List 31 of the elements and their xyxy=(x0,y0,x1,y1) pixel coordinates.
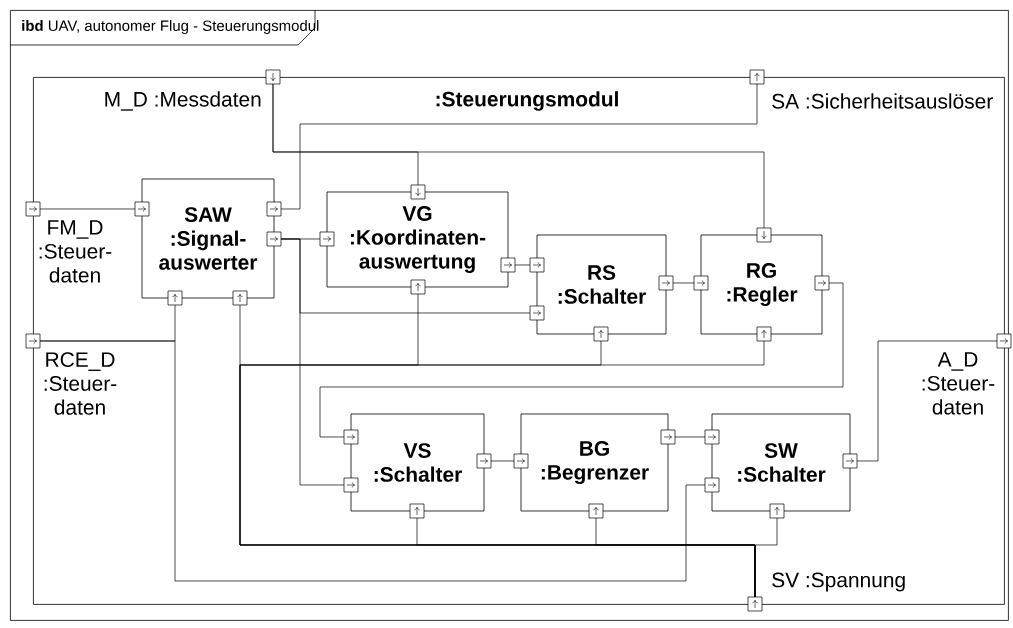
part-block: BG :Begrenzer xyxy=(513,413,676,519)
connector xyxy=(514,264,531,266)
port xyxy=(265,69,281,85)
connector xyxy=(280,83,758,210)
port xyxy=(996,333,1012,349)
port-label: RCE_D :Steuer-daten xyxy=(44,352,117,415)
port xyxy=(747,596,763,612)
connector xyxy=(672,282,695,284)
part-block: VS :Schalter xyxy=(343,413,492,519)
part-block: SW :Schalter xyxy=(704,413,858,519)
part-block: VG :Koordinaten-auswertung xyxy=(319,184,516,295)
connector xyxy=(39,340,706,582)
port xyxy=(25,333,41,349)
connector xyxy=(490,460,515,462)
port-label: FM_D :Steuer-daten xyxy=(39,220,112,283)
connector xyxy=(319,282,844,438)
port-label: M_D :Messdaten xyxy=(105,91,261,111)
port xyxy=(749,69,765,85)
port-label: SA :Sicherheitsauslöser xyxy=(772,93,993,109)
part-block: SAW :Signal-auswerter xyxy=(134,178,282,306)
connector xyxy=(39,208,136,210)
port xyxy=(25,201,41,217)
part-block: RG :Regler xyxy=(693,227,830,342)
connector xyxy=(856,340,998,462)
connector xyxy=(674,436,706,438)
connector xyxy=(754,517,778,598)
connector xyxy=(280,238,345,486)
port-label: A_D :Steuer-daten xyxy=(922,352,995,415)
part-block: RS :Schalter xyxy=(529,234,674,342)
port-label: SV :Spannung xyxy=(772,572,905,592)
connector xyxy=(272,83,765,229)
